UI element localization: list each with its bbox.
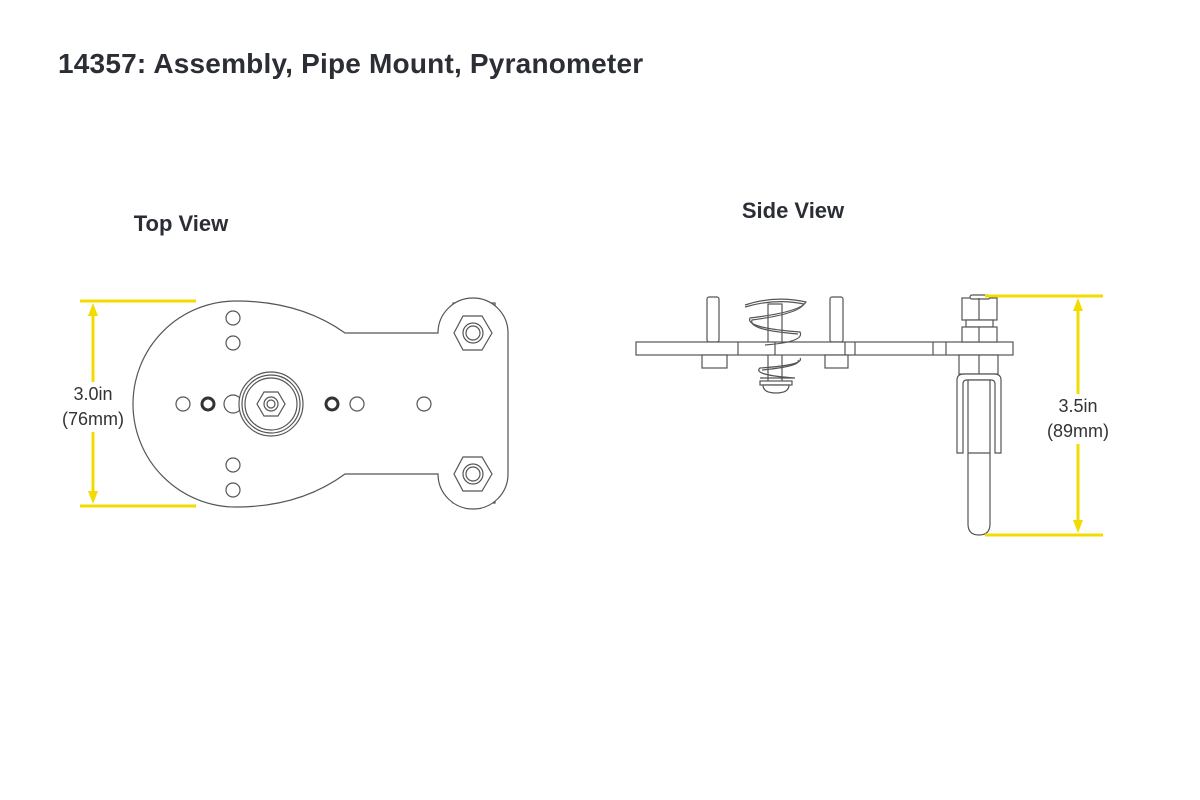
side-dimension-inches: 3.5in xyxy=(1058,396,1098,416)
spring xyxy=(744,298,807,394)
mounting-holes xyxy=(175,310,432,498)
center-boss xyxy=(238,371,304,437)
hex-nut-top xyxy=(453,315,493,351)
top-dimension-mm: (76mm) xyxy=(62,409,124,429)
side-dimension-mm: (89mm) xyxy=(1047,421,1109,441)
u-bolt xyxy=(956,294,1002,536)
side-view-label: Side View xyxy=(741,198,845,223)
page-title: 14357: Assembly, Pipe Mount, Pyranometer xyxy=(58,48,644,79)
top-view-label: Top View xyxy=(133,211,229,236)
top-view-drawing xyxy=(80,297,509,510)
side-view-drawing xyxy=(635,294,1103,537)
mount-plate-outline xyxy=(132,297,509,510)
top-dimension-label: 3.0in (76mm) xyxy=(62,382,124,432)
hex-nut-bottom xyxy=(453,456,493,492)
top-dimension-inches: 3.0in xyxy=(73,384,113,404)
side-dimension-label: 3.5in (89mm) xyxy=(1047,394,1109,444)
